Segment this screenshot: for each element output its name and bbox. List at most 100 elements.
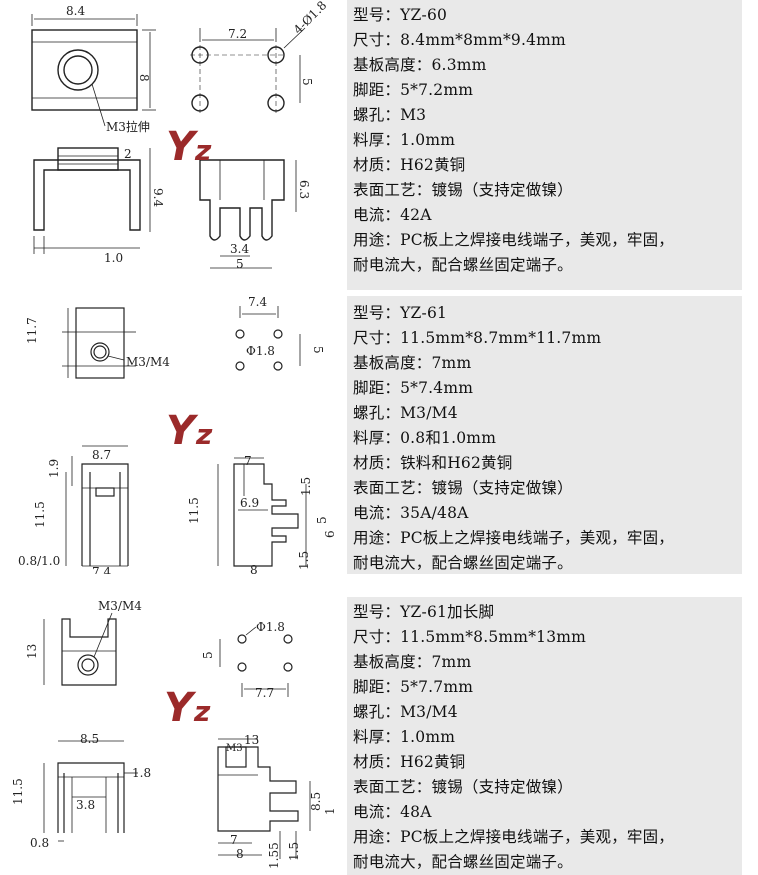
dim-side-inner: 3.8 — [76, 798, 95, 812]
spec-model: 型号：YZ-61加长脚 — [353, 603, 495, 621]
dim-front-r2: 5 — [315, 516, 329, 524]
drawing-svg-yz60: 8.4 8 M3拉伸 7.2 4-Ø1.8 5 — [31, 0, 330, 271]
spec-material: 材质：H62黄铜 — [353, 156, 466, 174]
spec-material: 材质：H62黄铜 — [353, 753, 466, 771]
drawing-svg-yz61-long: M3/M4 13 Φ1.8 5 7.7 — [11, 599, 337, 869]
dim-pitch-y: 5 — [300, 78, 314, 86]
spec-surface: 表面工艺：镀锡（支持定做镍） — [353, 479, 573, 497]
spec-size: 尺寸：11.5mm*8.7mm*11.7mm — [353, 329, 602, 347]
spec-usage-cont: 耐电流大，配合螺丝固定端子。 — [353, 554, 573, 572]
technical-drawing-yz61-long: M3/M4 13 Φ1.8 5 7.7 — [0, 597, 345, 875]
dim-pin-dia: Φ1.8 — [256, 620, 285, 634]
dim-pin-dia: Φ1.8 — [246, 344, 275, 358]
spec-panel-yz60: 型号：YZ-60 尺寸：8.4mm*8mm*9.4mm 基板高度：6.3mm 脚… — [347, 0, 742, 290]
spec-usage-cont: 耐电流大，配合螺丝固定端子。 — [353, 256, 573, 274]
dim-front-r3: 6 — [323, 530, 337, 538]
logo-letter-z: z — [195, 418, 213, 451]
right-margin — [742, 0, 758, 290]
dim-side-height: 9.4 — [151, 188, 165, 207]
spec-screw-hole: 螺孔：M3/M4 — [353, 703, 458, 721]
logo-letter-y: Y — [164, 685, 197, 731]
dim-front-r1: 1.5 — [299, 477, 313, 496]
dim-hole-note: M3拉伸 — [106, 119, 150, 134]
spec-panel-yz61-long: 型号：YZ-61加长脚 尺寸：11.5mm*8.5mm*13mm 基板高度：7m… — [347, 597, 742, 875]
spec-model: 型号：YZ-61 — [353, 304, 448, 322]
dim-front-inner: 6.9 — [240, 496, 259, 510]
dim-pin-dia: 4-Ø1.8 — [291, 0, 330, 37]
spec-surface: 表面工艺：镀锡（支持定做镍） — [353, 778, 573, 796]
dim-front-m3: M3 — [226, 743, 243, 754]
technical-drawing-yz60: 8.4 8 M3拉伸 7.2 4-Ø1.8 5 — [0, 0, 345, 290]
spec-thickness: 料厚：1.0mm — [353, 131, 456, 149]
dim-top-height: 13 — [25, 644, 39, 659]
spec-screw-hole: 螺孔：M3 — [353, 106, 427, 124]
spec-model: 型号：YZ-60 — [353, 6, 448, 24]
dim-side-tab: 1.9 — [47, 459, 61, 478]
spec-size: 尺寸：8.4mm*8mm*9.4mm — [353, 31, 566, 49]
spec-usage: 用途：PC板上之焊接电线端子，美观，牢固， — [353, 828, 674, 846]
spec-thickness: 料厚：0.8和1.0mm — [353, 429, 497, 447]
spec-screw-hole: 螺孔：M3/M4 — [353, 404, 458, 422]
spec-current: 电流：35A/48A — [353, 504, 469, 522]
product-row-yz60: 8.4 8 M3拉伸 7.2 4-Ø1.8 5 — [0, 0, 758, 290]
dim-pitch-x: 7.2 — [228, 27, 247, 41]
dim-front-r1: 8.5 — [309, 792, 323, 811]
product-row-yz61-long: M3/M4 13 Φ1.8 5 7.7 — [0, 597, 758, 875]
dim-front-height: 6.3 — [297, 180, 311, 199]
dim-front-bottom: 8 — [250, 563, 258, 574]
spec-usage-cont: 耐电流大，配合螺丝固定端子。 — [353, 853, 573, 871]
spec-usage: 用途：PC板上之焊接电线端子，美观，牢固， — [353, 231, 674, 249]
spec-current: 电流：42A — [353, 206, 432, 224]
dim-front-b2: 1.5 — [287, 842, 301, 861]
spec-usage: 用途：PC板上之焊接电线端子，美观，牢固， — [353, 529, 674, 547]
dim-side-thick: 0.8 — [30, 836, 49, 850]
right-margin — [742, 597, 758, 875]
spec-panel-yz61: 型号：YZ-61 尺寸：11.5mm*8.7mm*11.7mm 基板高度：7mm… — [347, 296, 742, 574]
product-row-yz61: 11.7 M3/M4 7.4 Φ1.8 5 — [0, 296, 758, 574]
spec-base-height: 基板高度：7mm — [353, 653, 472, 671]
spec-current: 电流：48A — [353, 803, 432, 821]
dim-side-tab: 1.8 — [132, 766, 151, 780]
yz-logo: Y z — [166, 408, 213, 454]
spec-pin-pitch: 脚距：5*7.4mm — [353, 379, 474, 397]
dim-front-height: 11.5 — [187, 497, 201, 524]
dim-pitch-y: 5 — [311, 346, 325, 354]
spec-surface: 表面工艺：镀锡（支持定做镍） — [353, 181, 573, 199]
dim-pitch-y: 5 — [201, 651, 215, 659]
dim-pitch-x: 7.4 — [248, 296, 267, 309]
spec-material: 材质：铁料和H62黄铜 — [353, 454, 513, 472]
spec-base-height: 基板高度：7mm — [353, 354, 472, 372]
drawing-svg-yz61: 11.7 M3/M4 7.4 Φ1.8 5 — [18, 296, 337, 574]
dim-hole-note: M3/M4 — [126, 355, 170, 369]
technical-drawing-yz61: 11.7 M3/M4 7.4 Φ1.8 5 — [0, 296, 345, 574]
dim-top-width: 8.4 — [66, 4, 85, 18]
dim-front-top: 13 — [244, 733, 259, 747]
dim-side-foot: 1.0 — [104, 251, 123, 265]
dim-front-r2: 1 — [323, 807, 337, 815]
dim-top-height: 8 — [137, 74, 151, 82]
dim-front-width: 5 — [236, 257, 244, 271]
logo-letter-z: z — [193, 695, 211, 728]
dim-front-top: 7 — [244, 454, 252, 468]
dim-side-thick: 0.8/1.0 — [18, 554, 60, 568]
logo-letter-y: Y — [166, 124, 199, 170]
dim-side-height: 11.5 — [33, 501, 47, 528]
dim-pitch-x: 7.7 — [255, 686, 274, 700]
dim-side-width: 8.7 — [92, 448, 111, 462]
spec-base-height: 基板高度：6.3mm — [353, 56, 487, 74]
spec-thickness: 料厚：1.0mm — [353, 728, 456, 746]
yz-logo: Y z — [166, 124, 212, 170]
logo-letter-y: Y — [166, 408, 199, 454]
dim-front-bottom2: 8 — [236, 847, 244, 861]
dim-front-bottom1: 7 — [230, 833, 238, 847]
right-margin — [742, 296, 758, 574]
dim-front-r4: 1.5 — [297, 551, 311, 570]
yz-logo: Y z — [164, 685, 211, 731]
dim-hole-note: M3/M4 — [98, 599, 142, 613]
logo-letter-z: z — [194, 134, 212, 167]
dim-top-height: 11.7 — [25, 317, 39, 344]
dim-front-b1: 1.55 — [267, 842, 281, 869]
dim-side-width: 8.5 — [80, 732, 99, 746]
dim-front-inner: 3.4 — [230, 242, 249, 256]
dim-side-gap: 2 — [124, 147, 132, 161]
